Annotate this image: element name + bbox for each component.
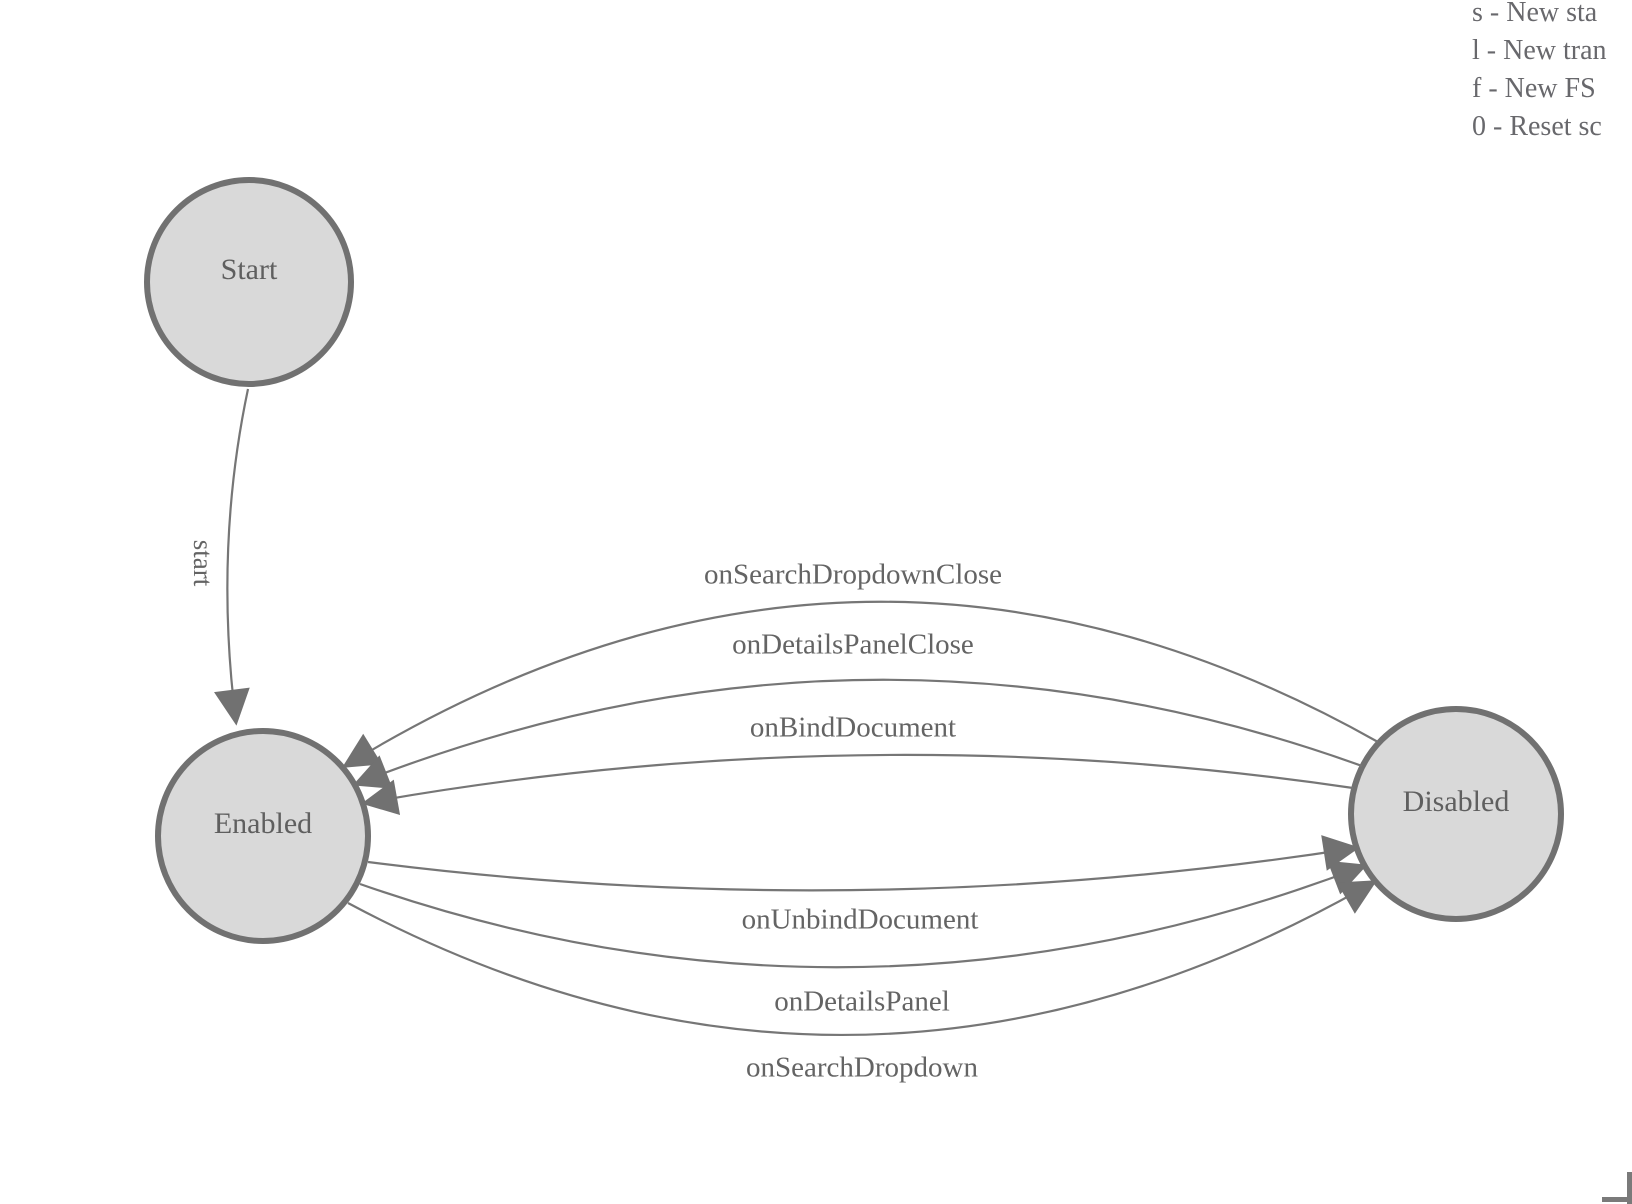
legend-line-reset: 0 - Reset sc <box>1472 111 1602 142</box>
transition-label-onSearchDropdown: onSearchDropdown <box>746 1052 978 1084</box>
transition-label-start: start <box>188 540 218 587</box>
legend-line-new-fsm: f - New FS <box>1472 73 1596 104</box>
state-node-enabled[interactable] <box>155 728 371 944</box>
transition-label-onDetailsPanel: onDetailsPanel <box>774 986 950 1018</box>
transition-edge-onDetailsPanel[interactable] <box>359 860 1368 969</box>
transition-edge-onSearchDropdown[interactable] <box>347 880 1378 1036</box>
transition-label-onDetailsPanelClose: onDetailsPanelClose <box>732 629 974 661</box>
state-label-disabled: Disabled <box>1403 785 1510 818</box>
shortcuts-legend: s - New sta l - New tran f - New FS 0 - … <box>1472 0 1607 146</box>
transition-edge-onUnbindDocument[interactable] <box>367 835 1360 892</box>
legend-line-new-state: s - New sta <box>1472 0 1598 28</box>
state-label-start: Start <box>221 253 278 286</box>
canvas-border-corner-vertical <box>1627 1172 1632 1204</box>
transition-edge-onBindDocument[interactable] <box>361 753 1354 816</box>
transition-edge-onSearchDropdownClose[interactable] <box>341 600 1379 768</box>
canvas-border-corner-horizontal <box>1602 1197 1632 1202</box>
legend-line-new-transition: l - New tran <box>1472 35 1607 66</box>
state-node-start[interactable] <box>144 177 354 387</box>
transition-label-onUnbindDocument: onUnbindDocument <box>742 904 979 936</box>
transition-edge-onDetailsPanelClose[interactable] <box>352 678 1363 789</box>
state-label-enabled: Enabled <box>214 807 312 840</box>
state-node-disabled[interactable] <box>1348 706 1564 922</box>
transition-edge-start[interactable] <box>214 388 250 726</box>
transition-label-onBindDocument: onBindDocument <box>750 712 956 744</box>
transition-label-onSearchDropdownClose: onSearchDropdownClose <box>704 559 1002 591</box>
